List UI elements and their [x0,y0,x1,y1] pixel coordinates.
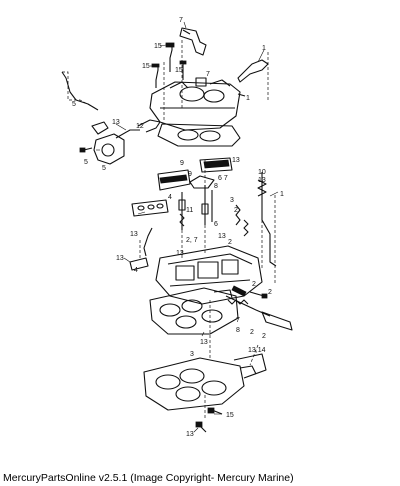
leader-lines [96,21,279,433]
callout-13-c: 13 [258,177,266,184]
callout-8-b: 8 [236,327,240,334]
callout-2-f: 2 [262,333,266,340]
callout-7-c: 7 [236,317,240,324]
callout-4-b: 4 [134,267,138,274]
callout-1-c: 1 [280,191,284,198]
callout-5-c: 5 [102,165,106,172]
callout-labels: 7 15 1 15 15 7 1 5 13 12 5 5 13 9 9 6 7 … [72,17,284,438]
copyright-caption: MercuryPartsOnline v2.5.1 (Image Copyrig… [3,472,294,484]
callout-15-c: 15 [175,67,183,74]
callout-6-7: 6 7 [218,175,228,182]
callout-15-b: 15 [142,63,150,70]
callout-3-a: 3 [230,197,234,204]
callout-13-g: 13 [176,250,184,257]
callout-4: 4 [168,194,172,201]
callout-13-14: 13,14 [248,347,266,354]
throttle-linkage [225,285,293,331]
screws-15 [151,42,187,88]
callout-2-b: 2 [228,239,232,246]
callout-9-a: 9 [180,160,184,167]
callout-15-d: 15 [226,412,234,419]
base-gasket [149,287,239,335]
callout-2-d: 2 [268,289,272,296]
callout-6: 6 [214,221,218,228]
callout-1-top-right: 1 [262,45,266,52]
callout-13-e: 13 [218,233,226,240]
metering-rods [178,185,249,237]
rod-left [61,71,99,111]
callout-2-7: 2, 7 [186,237,198,244]
screw-top [179,27,207,56]
callout-13-h: 13 [200,339,208,346]
baffle-insert [131,199,169,217]
callout-7-b: 7 [206,71,210,78]
callout-9-b: 9 [188,171,192,178]
callout-3-b: 3 [190,351,194,358]
callout-5-b: 5 [84,159,88,166]
float-assembly [157,157,233,191]
air-horn [149,77,241,131]
carburetor-exploded-diagram: 7 15 1 15 15 7 1 5 13 12 5 5 13 9 9 6 7 … [61,17,293,438]
throttle-body-screws [195,407,223,433]
vacuum-break [79,119,161,165]
assembly-guide-lines [62,40,276,420]
callout-12-a: 12 [136,123,144,130]
air-horn-gasket [157,123,241,147]
callout-7-top: 7 [179,17,183,24]
callout-8-a: 8 [214,183,218,190]
callout-11: 11 [186,207,193,214]
callout-2-c: 2 [252,281,256,288]
callout-2-a: 2 [234,207,238,214]
bent-tube [143,227,153,257]
callout-13-i: 13 [186,431,194,438]
throttle-body [143,353,267,411]
choke-linkage [237,59,269,97]
callout-1-b: 1 [246,95,250,102]
callout-13-f: 13 [116,255,124,262]
callout-10: 10 [258,169,266,176]
callout-13-b: 13 [232,157,240,164]
pump-rod [257,172,277,267]
callout-13-d: 13 [130,231,138,238]
callout-2-e: 2 [250,329,254,336]
callout-15-a: 15 [154,43,162,50]
callout-13-a: 13 [112,119,120,126]
callout-5-a: 5 [72,101,76,108]
